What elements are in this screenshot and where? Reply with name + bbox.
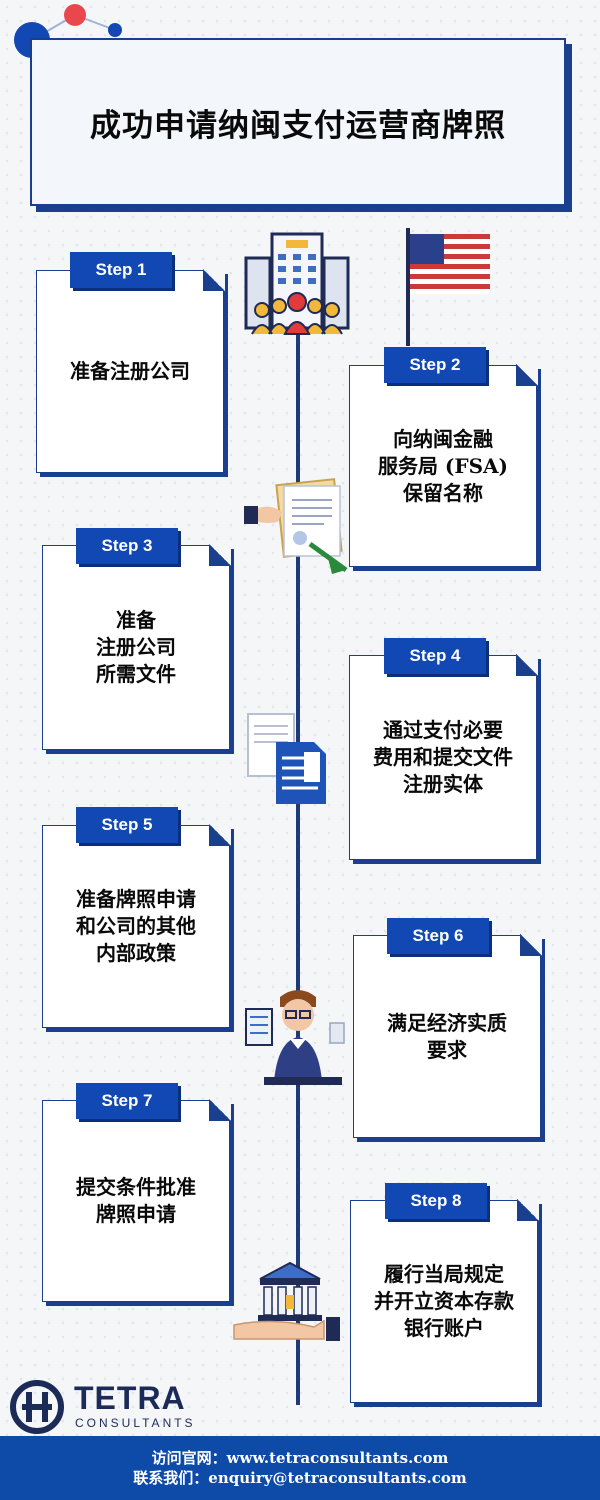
step-5-text: 准备牌照申请 和公司的其他 内部政策 [76,887,196,965]
page-title: 成功申请纳闽支付运营商牌照 [90,107,506,144]
documents-icon [247,713,326,804]
tetra-logo: TETRA CONSULTANTS [8,1378,193,1436]
footer-contact[interactable]: 联系我们：enquiry@tetraconsultants.com [133,1469,467,1487]
logo-name: TETRA [74,1380,186,1416]
title-box: 成功申请纳闽支付运营商牌照 [30,38,566,206]
step-2-card: 向纳闽金融 服务局 (FSA) 保留名称 [349,364,538,567]
step-6-tab: Step 6 [387,918,489,954]
step-4-tab: Step 4 [384,638,486,674]
step-2-tab: Step 2 [384,347,486,383]
step-7-text: 提交条件批准 牌照申请 [76,1175,196,1226]
footer-bar: 访问官网：www.tetraconsultants.com 联系我们：enqui… [0,1436,600,1500]
step-7-card: 提交条件批准 牌照申请 [42,1099,231,1302]
step-5-tab: Step 5 [76,807,178,843]
tetra-logo-icon [10,1380,64,1434]
step-6-text: 满足经济实质 要求 [387,1010,507,1062]
logo-subtitle: CONSULTANTS [75,1416,196,1430]
step-3-tab: Step 3 [76,528,178,564]
step-3-card: 准备 注册公司 所需文件 [42,544,231,750]
contract-signing-icon [244,478,348,574]
step-2-text: 向纳闽金融 服务局 (FSA) 保留名称 [377,426,509,505]
step-1-tab: Step 1 [70,252,172,288]
step-8-text: 履行当局规定 并开立资本存款 银行账户 [374,1262,514,1340]
building-people-icon [244,232,350,335]
step-7-tab: Step 7 [76,1083,178,1119]
bank-hand-icon [233,1261,340,1341]
step-8-card: 履行当局规定 并开立资本存款 银行账户 [350,1199,539,1403]
step-4-card: 通过支付必要 费用和提交文件 注册实体 [349,654,538,860]
timeline-line [296,300,300,1405]
businessman-desk-icon [245,990,345,1085]
us-flag-icon [406,228,490,346]
step-3-text: 准备 注册公司 所需文件 [96,608,176,686]
step-8-tab: Step 8 [385,1183,487,1219]
step-1-text: 准备注册公司 [70,359,190,383]
step-1-card: 准备注册公司 [36,269,225,473]
step-4-text: 通过支付必要 费用和提交文件 注册实体 [373,718,513,796]
step-5-card: 准备牌照申请 和公司的其他 内部政策 [42,824,231,1028]
footer-website[interactable]: 访问官网：www.tetraconsultants.com [151,1449,449,1467]
step-6-card: 满足经济实质 要求 [353,934,542,1138]
